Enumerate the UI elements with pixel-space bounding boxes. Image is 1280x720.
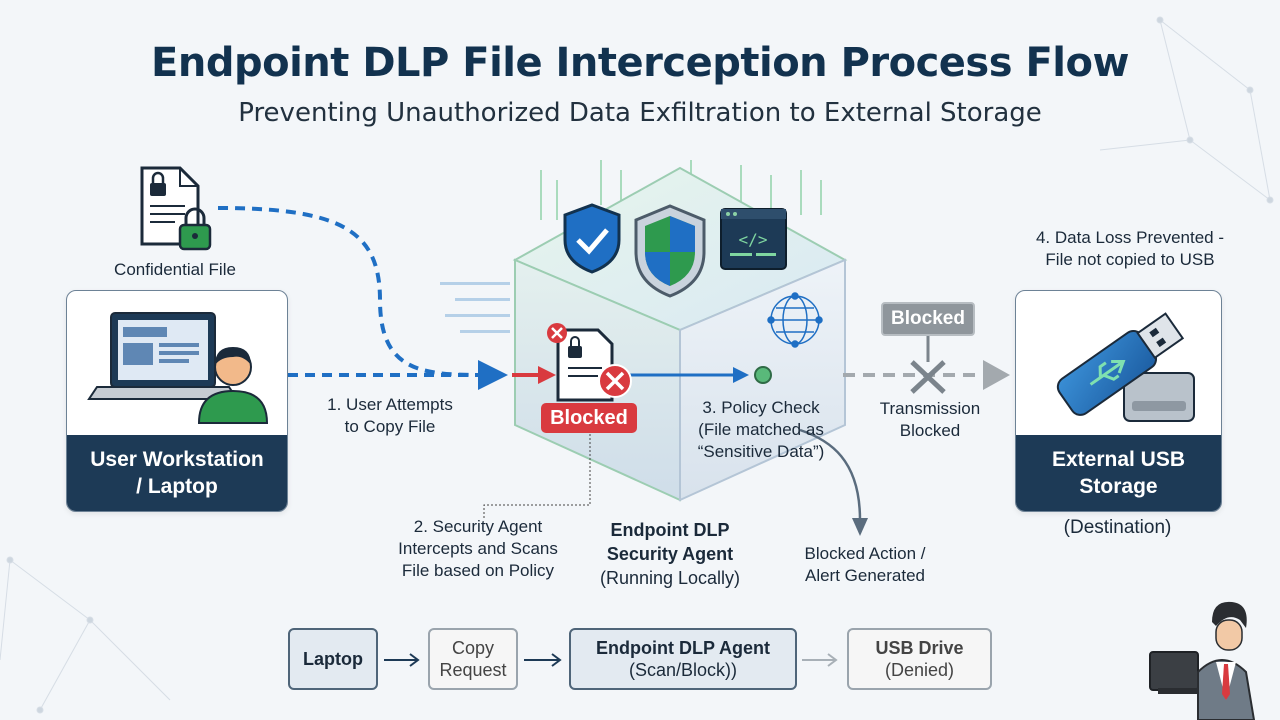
svg-text:</>: </> <box>739 230 768 249</box>
flow-step-laptop: Laptop <box>288 628 378 690</box>
blocked-document-icon <box>547 323 632 402</box>
alert-label: Blocked Action /Alert Generated <box>804 544 926 585</box>
flow-step-usb-drive: USB Drive(Denied) <box>847 628 992 690</box>
alert-arrow <box>799 428 862 521</box>
usb-drive-icon <box>1056 312 1195 422</box>
flow-arrows <box>384 653 562 667</box>
page-subtitle: Preventing Unauthorized Data Exfiltratio… <box>238 98 1042 128</box>
motion-lines <box>440 282 510 333</box>
laptop-user-icon <box>87 312 269 424</box>
blocked-x-icon <box>910 360 946 394</box>
security-shield-icon <box>634 204 706 298</box>
page-title: Endpoint DLP File Interception Process F… <box>151 40 1129 86</box>
network-decoration <box>0 16 1274 714</box>
step3-label: 3. Policy Check(File matched as“Sensitiv… <box>697 398 825 461</box>
transmission-blocked-badge: Blocked <box>881 302 975 336</box>
file-path-arrow <box>217 206 481 377</box>
flow-step-dlp-agent: Endpoint DLP Agent(Scan/Block)) <box>569 628 797 690</box>
step4-label: 4. Data Loss Prevented -File not copied … <box>1035 228 1225 269</box>
workstation-title: User Workstation/ Laptop <box>67 435 287 511</box>
confidential-file-label: Confidential File <box>114 260 236 279</box>
presenter-illustration <box>1149 601 1256 720</box>
policy-node <box>754 366 772 384</box>
destination-label: (Destination) <box>1063 517 1172 538</box>
network-globe-icon <box>767 292 823 348</box>
code-window-icon: </> <box>720 208 787 270</box>
checkmark-shield-icon <box>563 203 621 274</box>
intercept-connector <box>483 430 591 520</box>
confidential-file-icon <box>140 166 212 251</box>
blocked-badge: Blocked <box>541 403 637 433</box>
workstation-card: User Workstation/ Laptop <box>66 290 288 512</box>
